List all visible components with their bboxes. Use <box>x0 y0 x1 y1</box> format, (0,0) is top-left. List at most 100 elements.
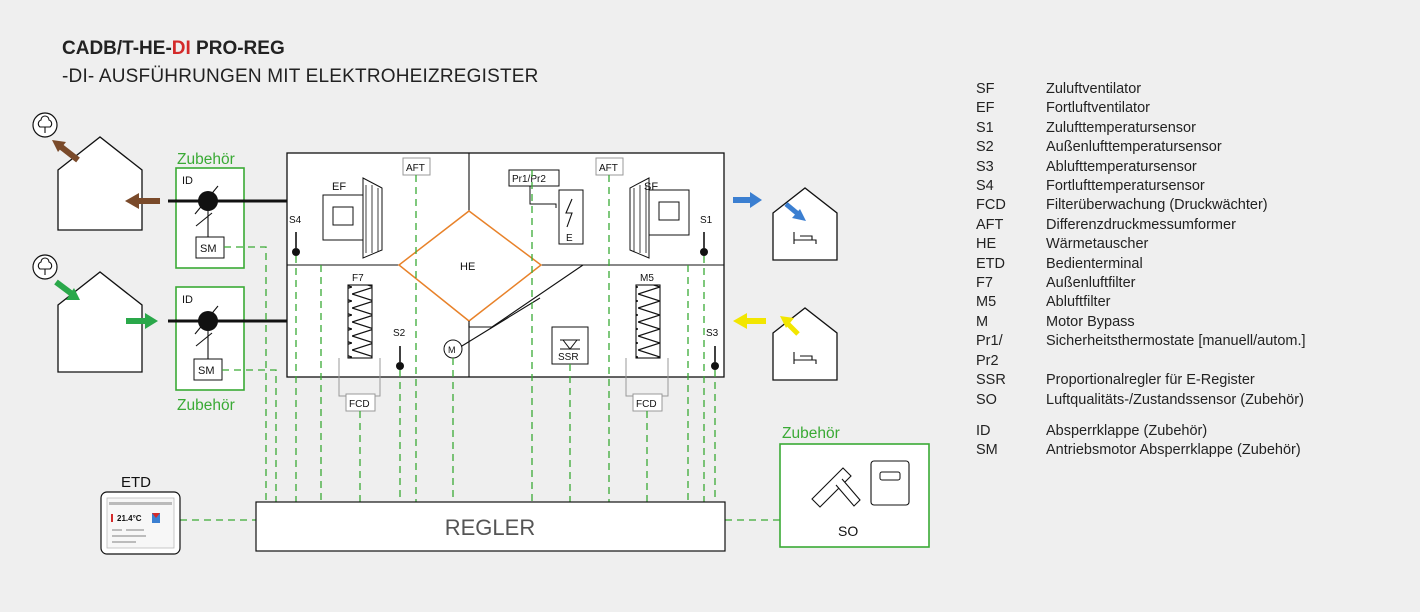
s1-label: S1 <box>700 215 713 226</box>
legend-description: Luftqualitäts-/Zustandssensor (Zubehör) <box>1046 391 1304 408</box>
bypass-channel <box>468 264 584 328</box>
fcd-label-right: FCD <box>636 399 657 410</box>
legend-code: ID <box>976 422 991 439</box>
legend-description: Antriebsmotor Absperrklappe (Zubehör) <box>1046 442 1301 459</box>
tree-icon-top <box>32 112 58 138</box>
legend-code: S2 <box>976 139 994 156</box>
legend-code: SSR <box>976 372 1006 389</box>
title-highlight: DI <box>171 38 191 59</box>
ssr-label: SSR <box>558 352 579 363</box>
title-prefix: CADB/T-HE- <box>62 38 172 59</box>
outdoor-diag-arrow <box>54 279 80 300</box>
legend-code: EF <box>976 100 995 117</box>
legend-row: SF Zuluftventilator <box>976 80 1306 99</box>
aft-label-right: AFT <box>599 163 618 174</box>
legend-description: Zuluftventilator <box>1046 81 1142 97</box>
legend-row: SM Antriebsmotor Absperrklappe (Zubehör) <box>976 441 1306 460</box>
legend-code: SF <box>976 81 995 97</box>
legend-row: Pr1/Sicherheitsthermostate [manuell/auto… <box>976 332 1306 351</box>
so-wall-sensor-icon <box>870 460 910 506</box>
diagram-title: CADB/T-HE-DI PRO-REG <box>62 38 285 60</box>
supply-room <box>772 187 838 261</box>
legend-row: Pr2 <box>976 352 1306 371</box>
etd-terminal: 21.4°C <box>100 491 181 555</box>
m5-label: M5 <box>640 273 654 284</box>
accessory-label-so: Zubehör <box>782 425 840 442</box>
legend-code: FCD <box>976 197 1006 214</box>
etd-label: ETD <box>121 474 151 491</box>
legend-row: FCD Filterüberwachung (Druckwächter) <box>976 196 1306 215</box>
accessory-label-bottom: Zubehör <box>177 397 235 414</box>
s4-label: S4 <box>289 215 302 226</box>
thermometer-s2 <box>396 346 404 370</box>
tree-icon-bottom <box>32 254 58 280</box>
diagram-subtitle: -DI- AUSFÜHRUNGEN MIT ELEKTROHEIZREGISTE… <box>62 66 539 87</box>
legend-row: S4 Fortlufttemperatursensor <box>976 177 1306 196</box>
accessory-group-bottom: Zubehör ID SM <box>175 286 245 414</box>
legend-code: SO <box>976 391 997 408</box>
legend-code: Pr2 <box>976 352 999 369</box>
legend-code: M <box>976 313 989 330</box>
ef-label: EF <box>332 181 346 193</box>
fcd-right <box>625 358 669 412</box>
supply-room-outline <box>772 187 838 261</box>
fcd-label-left: FCD <box>349 399 370 410</box>
legend-description: Außenluftfilter <box>1046 275 1136 292</box>
sm-label-top: SM <box>200 243 217 255</box>
legend-description: Motor Bypass <box>1046 313 1135 330</box>
exhaust-fan <box>322 177 383 259</box>
thermometer-s3 <box>711 346 719 370</box>
legend-description: Fortlufttemperatursensor <box>1046 178 1205 195</box>
legend-code: AFT <box>976 216 1004 233</box>
id-label-top: ID <box>182 175 193 187</box>
filter-m5 <box>635 284 661 359</box>
lightning-icon <box>565 198 573 228</box>
s2-label: S2 <box>393 328 406 339</box>
legend-description: Filterüberwachung (Druckwächter) <box>1046 197 1268 214</box>
m-label: M <box>448 345 456 355</box>
legend-code: Pr1/ <box>976 333 1003 350</box>
outdoor-arrow <box>126 313 158 329</box>
accessory-label-top: Zubehör <box>177 151 235 168</box>
legend-row: M Motor Bypass <box>976 313 1306 332</box>
regler-box <box>255 501 726 552</box>
legend-row: SSR Proportionalregler für E-Register <box>976 371 1306 390</box>
title-suffix: PRO-REG <box>190 38 285 59</box>
filter-f7 <box>347 284 373 359</box>
legend-description: Ablufttemperatursensor <box>1046 158 1197 175</box>
supply-fan <box>629 177 690 259</box>
exhaust-diag-arrow <box>52 140 80 163</box>
legend-code: S4 <box>976 178 994 195</box>
s3-label: S3 <box>706 328 719 339</box>
e-label: E <box>566 233 573 244</box>
f7-label: F7 <box>352 273 364 284</box>
extract-arrow <box>733 313 766 329</box>
legend-description: Fortluftventilator <box>1046 100 1150 117</box>
legend-code: S3 <box>976 158 994 175</box>
regler-label: REGLER <box>445 515 535 540</box>
legend-description: Absperrklappe (Zubehör) <box>1046 422 1208 439</box>
legend-row: ID Absperrklappe (Zubehör) <box>976 422 1306 441</box>
bypass-damper <box>456 297 541 350</box>
pr-label: Pr1/Pr2 <box>512 174 546 185</box>
ssr-icon <box>560 339 580 350</box>
legend-code: SM <box>976 442 998 459</box>
extract-room <box>772 307 838 381</box>
legend-code: F7 <box>976 275 993 292</box>
aft-label-left: AFT <box>406 163 425 174</box>
legend-description: Proportionalregler für E-Register <box>1046 372 1255 389</box>
legend-spacer <box>976 410 1306 422</box>
legend-description: Sicherheitsthermostate [manuell/autom.] <box>1046 333 1306 350</box>
ahu-unit: HE M EF SF AFT <box>286 152 725 378</box>
legend-description: Differenzdruckmessumformer <box>1046 216 1236 233</box>
legend-description: Außenlufttemperatursensor <box>1046 139 1222 156</box>
legend-row: EF Fortluftventilator <box>976 99 1306 118</box>
legend-description: Bedienterminal <box>1046 255 1143 272</box>
sf-label: SF <box>644 181 658 193</box>
legend-description: Abluftfilter <box>1046 294 1111 311</box>
so-label: SO <box>838 523 858 539</box>
